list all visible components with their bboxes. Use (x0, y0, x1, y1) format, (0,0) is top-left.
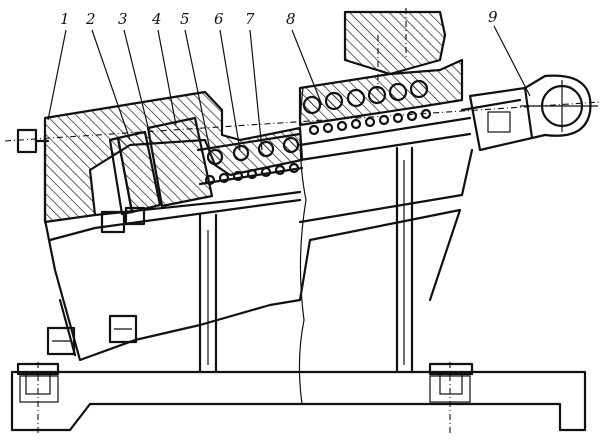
part-label-7: 7 (245, 10, 255, 28)
part-label-3: 3 (118, 10, 128, 28)
left-casing (43, 90, 304, 224)
base-bolt-left (16, 362, 60, 395)
left-spring-stack (196, 132, 304, 186)
left-bolt (4, 101, 600, 154)
mid-bolt (100, 206, 146, 234)
break-line (298, 87, 307, 405)
part-label-4: 4 (151, 10, 162, 28)
part-label-9: 9 (488, 8, 498, 26)
right-spring-stack (298, 79, 472, 162)
lower-bolt-right (108, 314, 138, 344)
leader-lines (47, 25, 531, 151)
tilted-housing (43, 133, 474, 362)
part-label-1: 1 (60, 10, 70, 28)
left-strut (198, 213, 218, 374)
base-bolt-right (428, 362, 474, 395)
right-casing (298, 8, 464, 127)
right-strut (395, 146, 414, 374)
part-label-6: 6 (214, 10, 224, 28)
part-labels: 1 2 3 4 5 6 7 8 9 (60, 8, 498, 28)
piston-disc (146, 116, 214, 208)
rod-end-eye (460, 74, 598, 152)
lower-bolt-left (46, 326, 76, 356)
piston-rim (108, 136, 134, 216)
part-label-5: 5 (180, 10, 190, 28)
part-label-8: 8 (286, 10, 296, 28)
base-plate (10, 362, 587, 436)
part-label-2: 2 (85, 10, 96, 28)
